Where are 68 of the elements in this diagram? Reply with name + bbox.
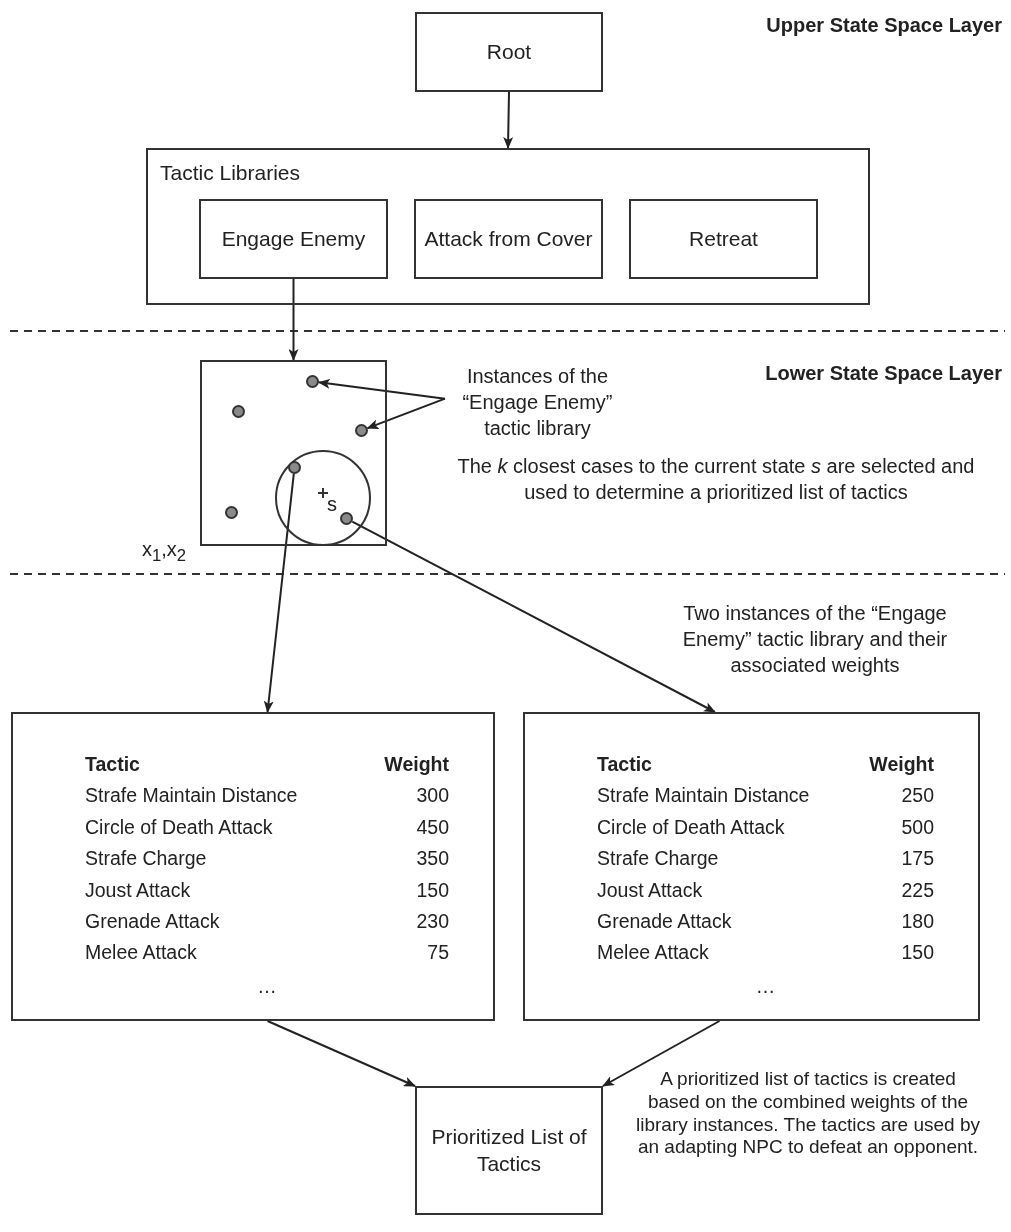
root-box (415, 12, 603, 92)
weight-value: 150 (415, 877, 449, 902)
weight-value: 500 (900, 814, 934, 840)
arrow (351, 520, 716, 713)
note-text: A prioritized list of tactics is created based on the combined weights of the library instances. The tactics are used by an adapting NPC to defeat an opponent. (635, 1068, 981, 1160)
tactic-name: Circle of Death Attack (85, 814, 274, 840)
box-label: Root (486, 38, 532, 65)
column-header: Tactic (597, 752, 653, 777)
weight-value: 450 (415, 814, 449, 840)
state-space-box (200, 360, 387, 546)
library-group-box (146, 148, 870, 305)
case-point (340, 512, 353, 525)
layer-heading: Lower State Space Layer (764, 361, 1002, 386)
state-label: s (327, 492, 337, 517)
weight-value: 180 (900, 908, 934, 934)
tactic-name: Grenade Attack (597, 908, 733, 934)
weight-value: 250 (900, 783, 934, 808)
weight-value: 75 (426, 940, 449, 965)
case-point (225, 506, 238, 519)
case-point (232, 405, 245, 418)
box-label: Prioritized List of Tactics (430, 1124, 588, 1177)
case-point (355, 424, 368, 437)
arrow (266, 1020, 416, 1087)
tactic-name: Melee Attack (85, 940, 198, 965)
arrow (317, 378, 446, 400)
arrow (263, 472, 295, 713)
arrow (503, 91, 514, 149)
tactic-name: Strafe Maintain Distance (85, 783, 299, 808)
weight-value: 175 (900, 846, 934, 871)
annotation-text: Instances of the “Engage Enemy” tactic library (461, 364, 614, 441)
neighborhood-circle (275, 450, 371, 546)
tactic-name: Joust Attack (597, 877, 704, 902)
column-header: Weight (384, 752, 449, 777)
result-box (415, 1086, 603, 1215)
layer-heading: Upper State Space Layer (765, 13, 1002, 38)
arrow (288, 278, 299, 361)
arrow (366, 397, 446, 430)
tactic-name: Circle of Death Attack (597, 814, 786, 840)
tactic-name: Grenade Attack (85, 908, 221, 934)
tactic-name: Strafe Maintain Distance (597, 783, 811, 808)
column-header: Tactic (85, 752, 141, 777)
weight-table-box (523, 712, 980, 1021)
column-header: Weight (869, 752, 934, 777)
weight-table-box (11, 712, 495, 1021)
ellipsis: … (256, 973, 278, 998)
box-label: Retreat (689, 225, 758, 252)
weight-value: 350 (415, 846, 449, 871)
weight-value: 225 (900, 877, 934, 902)
group-title: Tactic Libraries (160, 160, 301, 186)
ellipsis: … (754, 973, 777, 998)
tactic-name: Strafe Charge (597, 846, 720, 871)
tactic-name: Joust Attack (85, 877, 192, 902)
tactic-name: Melee Attack (597, 940, 710, 965)
axis-label: x$_{1}$,x$_{2}$ (142, 538, 187, 566)
arrow (602, 1020, 721, 1087)
case-point (306, 375, 319, 388)
case-point (288, 461, 301, 474)
weight-value: 150 (900, 940, 934, 965)
library-box (414, 199, 603, 279)
tactic-name: Strafe Charge (85, 846, 208, 871)
weight-value: 300 (415, 783, 449, 808)
library-box (629, 199, 818, 279)
weight-value: 230 (415, 908, 449, 934)
box-label: Engage Enemy (221, 225, 366, 252)
box-label: Attack from Cover (424, 225, 593, 252)
library-box (199, 199, 388, 279)
note-text: Two instances of the “Engage Enemy” tactic library and their associated weights (681, 601, 949, 678)
note-text: The k closest cases to the current state s are selected and used to determine a prioritized list of tactics (456, 454, 976, 505)
